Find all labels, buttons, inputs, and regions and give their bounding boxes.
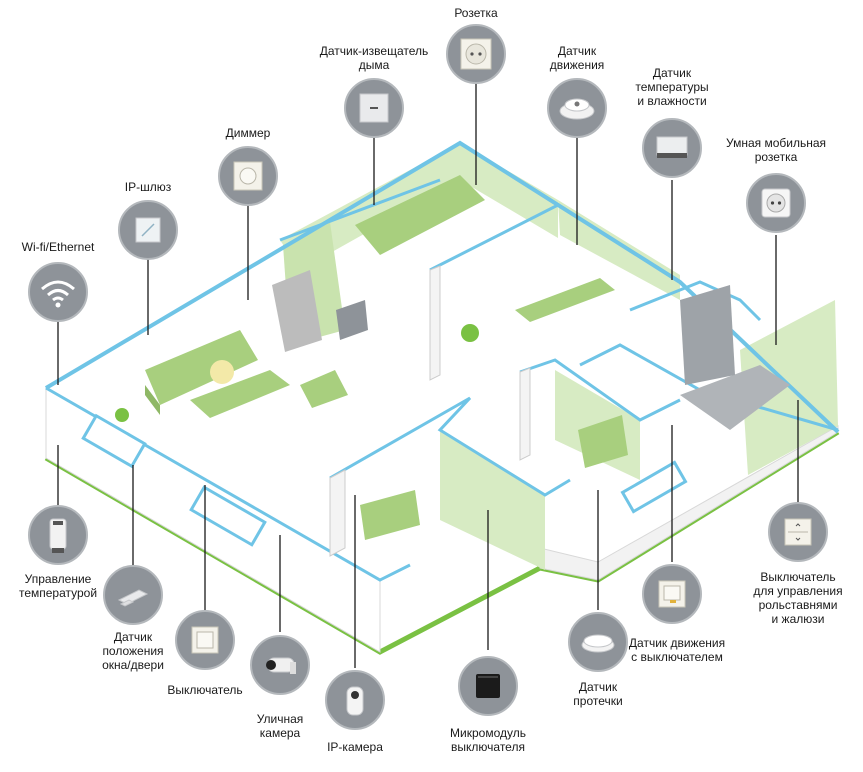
- window-3: [620, 460, 688, 514]
- wifi-icon: [28, 262, 88, 322]
- socket-icon: [446, 24, 506, 84]
- floor-lamp: [210, 360, 234, 384]
- device-label-street-camera: Уличная камера: [256, 712, 304, 740]
- bed: [680, 365, 790, 430]
- device-label-rozetka: Розетка: [454, 6, 498, 20]
- device-label-temp-hum: Датчик температуры и влажности: [635, 66, 709, 108]
- device-label-micromodule: Микромодуль выключателя: [450, 726, 526, 754]
- device-label-motion-switch: Датчик движения с выключателем: [628, 636, 726, 664]
- leak-sensor-icon: [568, 612, 628, 672]
- thermostat-icon: [28, 505, 88, 565]
- motion-switch-icon: [642, 564, 702, 624]
- dimmer-icon: [218, 146, 278, 206]
- coffee-table: [190, 370, 290, 418]
- mobile-socket-icon: [746, 173, 806, 233]
- dining-table: [515, 278, 615, 322]
- device-label-leak: Датчик протечки: [573, 680, 623, 708]
- device-label-motion: Датчик движения: [549, 44, 605, 72]
- tv-screen: [336, 300, 368, 340]
- motion-sensor-icon: [547, 78, 607, 138]
- device-label-switch: Выключатель: [167, 683, 243, 697]
- device-label-temp-control: Управление температурой: [18, 572, 98, 600]
- hall-wall: [440, 430, 545, 570]
- device-label-window-sensor: Датчик положения окна/двери: [102, 630, 164, 672]
- device-label-mobile-socket: Умная мобильная розетка: [725, 136, 827, 164]
- switch-icon: [175, 610, 235, 670]
- smoke-detector-icon: [344, 78, 404, 138]
- sofa: [145, 330, 258, 415]
- gateway-icon: [118, 200, 178, 260]
- window-2: [189, 485, 267, 547]
- wall-top-kitchen: [279, 178, 441, 242]
- leader-lines: [57, 82, 799, 668]
- device-label-smoke: Датчик-извещатель дыма: [319, 44, 429, 72]
- armchair: [300, 370, 348, 408]
- wall-top-front: [45, 386, 411, 582]
- partition-wall-3: [329, 469, 346, 557]
- partition-wall-1: [429, 265, 441, 381]
- micromodule-icon: [458, 656, 518, 716]
- device-label-ip-gateway: IP-шлюз: [124, 180, 172, 194]
- plant-2: [115, 408, 129, 422]
- ip-camera-icon: [325, 670, 385, 730]
- hall-cabinet: [360, 490, 420, 540]
- house-illustration: [44, 140, 840, 655]
- device-label-shutter-switch: Выключатель для управления рольставнями …: [753, 570, 843, 626]
- wall-top-inner-5: [579, 343, 839, 432]
- kitchen-unit: [355, 175, 485, 255]
- wall-top-inner-4: [329, 396, 571, 497]
- bathroom-sink: [578, 415, 628, 468]
- street-camera-icon: [250, 635, 310, 695]
- kitchen-wall: [280, 143, 558, 270]
- temperature-humidity-sensor-icon: [642, 118, 702, 178]
- window-1: [81, 413, 147, 469]
- device-label-dimmer: Диммер: [225, 126, 271, 140]
- partition-wall-2: [519, 367, 531, 461]
- window-sensor-icon: [103, 565, 163, 625]
- wall-top-inner-1: [429, 203, 681, 284]
- device-label-wifi: Wi-fi/Ethernet: [21, 240, 95, 254]
- shutter-switch-icon: [768, 502, 828, 562]
- wardrobe: [272, 270, 322, 352]
- device-label-ip-camera: IP-камера: [327, 740, 383, 754]
- bedroom-wardrobe: [680, 285, 735, 385]
- wall-top-inner-3: [519, 358, 681, 422]
- plant-1: [461, 324, 479, 342]
